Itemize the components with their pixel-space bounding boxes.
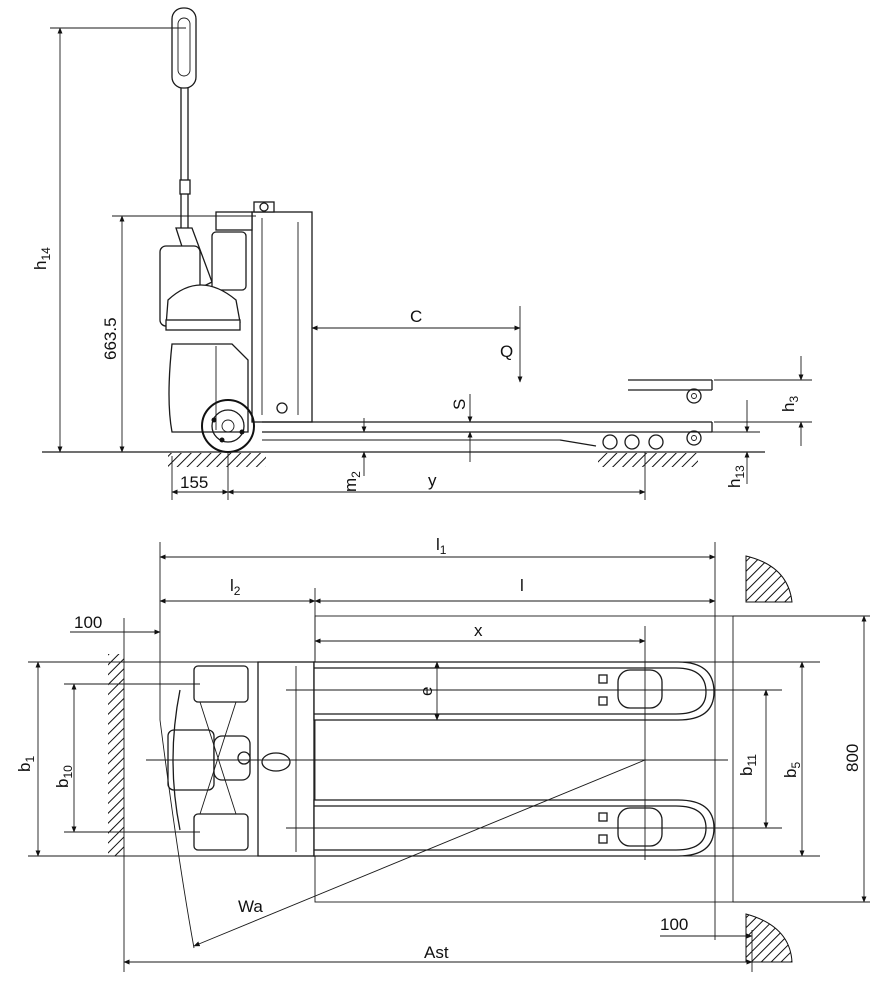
c-label: C: [410, 307, 422, 326]
l1-label: l1: [436, 535, 447, 557]
l2-label: l2: [230, 576, 241, 598]
wall-hatch-left: [108, 654, 124, 856]
dim-100-bottom-label: 100: [660, 915, 688, 934]
fork-lowered: [262, 421, 713, 450]
b10-label: b10: [53, 765, 75, 788]
dim-c-load-center: C Q: [311, 306, 523, 383]
wa-label: Wa: [238, 897, 263, 916]
l-label: l: [520, 576, 524, 595]
wall-hatch-bottom-right: [745, 913, 793, 963]
b11-label: b11: [737, 754, 759, 776]
x-label: x: [474, 621, 483, 640]
dim-155-label: 155: [180, 473, 208, 492]
fork-raised: [628, 379, 713, 404]
q-label: Q: [500, 342, 513, 361]
dim-wa: [193, 759, 646, 947]
dim-h14: h14: [31, 27, 186, 453]
dim-800-label: 800: [843, 744, 862, 772]
forks-top: [313, 661, 715, 857]
dim-s: S: [450, 394, 473, 462]
m2-label: m2: [341, 471, 363, 492]
truck-body: [159, 201, 313, 433]
h3-label: h3: [779, 396, 801, 412]
h14-label: h14: [31, 247, 53, 270]
chassis-top: [167, 661, 315, 857]
dim-bottom-row: 155 m2 y: [171, 418, 646, 500]
ground-hatch-right: [598, 453, 698, 467]
h13-label: h13: [725, 465, 747, 488]
dim-h3: h3: [714, 356, 812, 446]
dim-663-5: 663.5: [101, 215, 256, 453]
b5-label: b5: [781, 762, 803, 778]
top-view: l1 l2 l 100 x e b1 b10 b11 b5 800: [15, 535, 870, 972]
y-label: y: [428, 471, 437, 490]
e-label: e: [417, 687, 436, 696]
side-view: h14 663.5 C Q S h3: [31, 7, 812, 500]
dim-h13: h13: [700, 400, 760, 488]
dim-663-5-label: 663.5: [101, 317, 120, 360]
ast-label: Ast: [424, 943, 449, 962]
ground-hatch-left: [168, 453, 266, 467]
b1-label: b1: [15, 756, 37, 772]
pallet-outline: [314, 615, 734, 903]
dim-100-top-label: 100: [74, 613, 102, 632]
wall-hatch-top-right: [745, 555, 793, 603]
turning-arc: [159, 719, 195, 949]
s-label: S: [450, 399, 469, 410]
